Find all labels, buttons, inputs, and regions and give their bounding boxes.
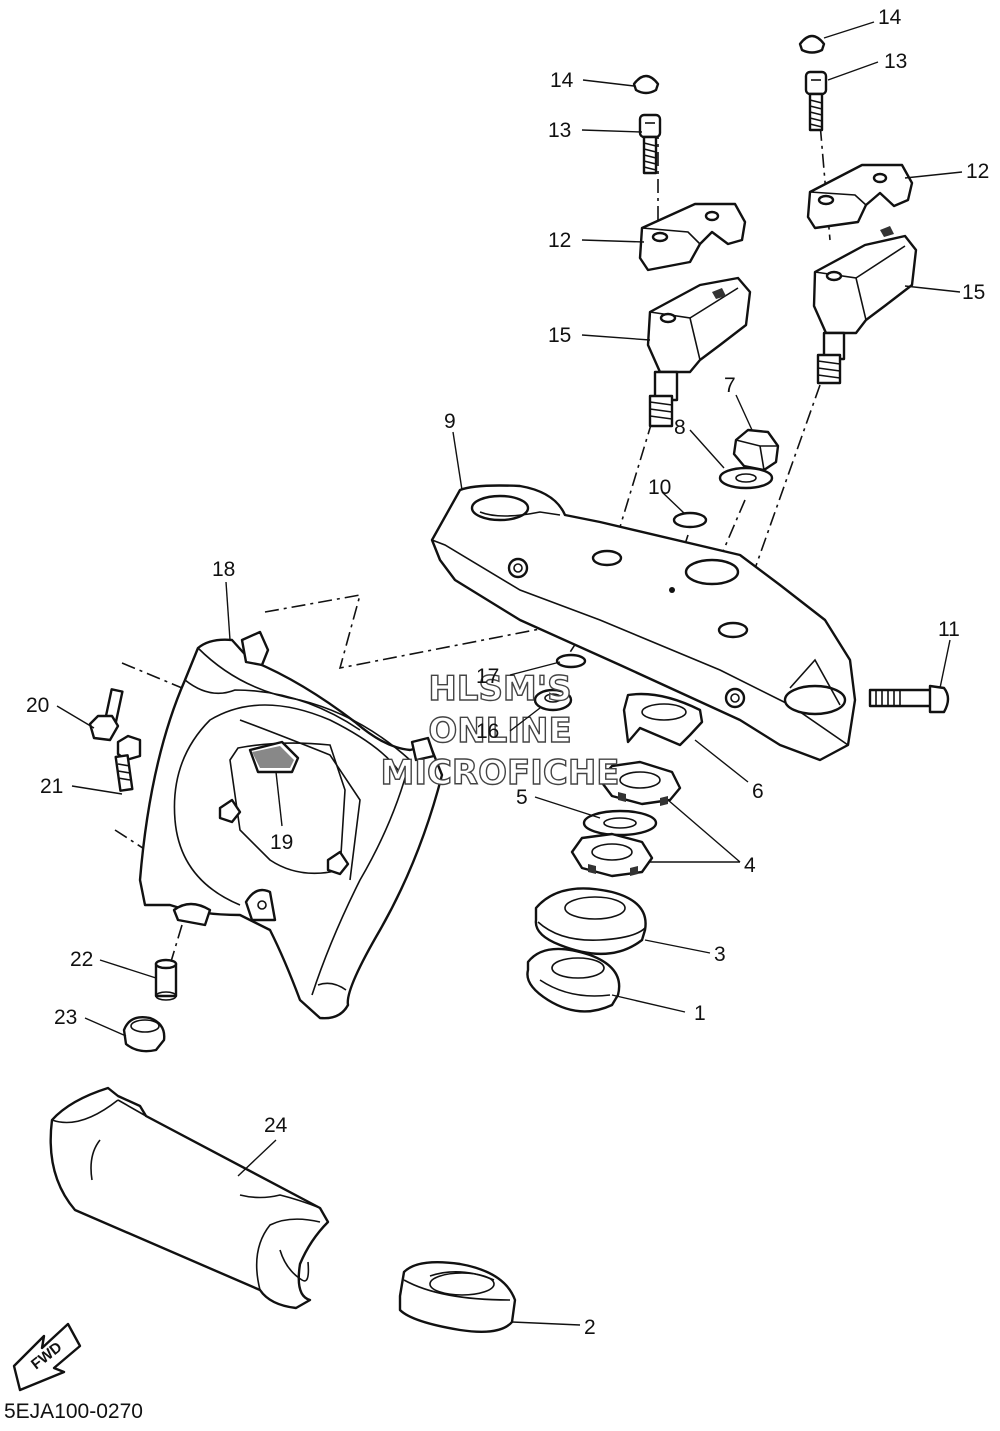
callout-14-left: 14: [550, 69, 574, 92]
callout-19: 19: [270, 831, 293, 854]
leader-lines: [56, 21, 963, 1326]
callout-15-left: 15: [548, 324, 571, 347]
callout-3: 3: [714, 943, 726, 966]
watermark-line-2: ONLINE: [428, 711, 571, 751]
holder-upper-12-right[interactable]: [806, 163, 914, 230]
holder-lower-15-right[interactable]: [812, 226, 918, 385]
bolt-13-left[interactable]: [638, 113, 662, 175]
bolt-21[interactable]: [114, 734, 142, 792]
grommet-23[interactable]: [122, 1016, 166, 1053]
bearing-race-3[interactable]: [534, 887, 647, 955]
washer-5[interactable]: [582, 809, 658, 837]
callout-7: 7: [724, 374, 736, 397]
cap-10[interactable]: [672, 511, 708, 529]
callout-4: 4: [744, 854, 756, 877]
cap-14-right[interactable]: [798, 34, 826, 54]
callout-labels: 14 14 13 13 12 12 15 15 7 8 9 10 11 18 1…: [26, 6, 989, 1339]
bolt-11[interactable]: [868, 684, 950, 714]
callout-13-left: 13: [548, 119, 571, 142]
callout-17: 17: [476, 665, 499, 688]
callout-12-left: 12: [548, 229, 571, 252]
callout-1: 1: [694, 1002, 706, 1025]
watermark-line-3: MICROFICHE: [380, 753, 619, 793]
callout-12-right: 12: [966, 160, 989, 183]
bolt-20[interactable]: [88, 688, 124, 742]
nut-7[interactable]: [732, 428, 780, 472]
bolt-13-right[interactable]: [804, 70, 828, 132]
watermark-line-1: HLSM'S: [428, 669, 571, 709]
diagram-code: 5EJA100-0270: [4, 1400, 143, 1423]
holder-upper-12-left[interactable]: [638, 202, 747, 272]
callout-13-right: 13: [884, 50, 907, 73]
callout-15-right: 15: [962, 281, 985, 304]
fwd-arrow: FWD: [12, 1322, 82, 1392]
ring-nut-4-upper[interactable]: [598, 760, 682, 806]
collar-22[interactable]: [154, 958, 178, 1001]
upper-bracket-9[interactable]: [430, 484, 857, 762]
grommet-17[interactable]: [555, 653, 587, 669]
callout-6: 6: [752, 780, 764, 803]
callout-18: 18: [212, 558, 235, 581]
callout-8: 8: [674, 416, 686, 439]
headlight-stay-18[interactable]: [138, 630, 444, 1020]
callout-21: 21: [40, 775, 63, 798]
bearing-2[interactable]: [398, 1261, 517, 1333]
washer-8[interactable]: [718, 466, 774, 490]
callout-10: 10: [648, 476, 671, 499]
callout-9: 9: [444, 410, 456, 433]
callout-22: 22: [70, 948, 93, 971]
callout-11: 11: [938, 618, 960, 641]
callout-23: 23: [54, 1006, 77, 1029]
cap-14-left[interactable]: [632, 74, 660, 95]
cover-24[interactable]: [49, 1086, 330, 1310]
callout-24: 24: [264, 1114, 288, 1137]
holder-lower-15-left[interactable]: [646, 276, 752, 428]
callout-20: 20: [26, 694, 49, 717]
spacer-6[interactable]: [622, 692, 704, 747]
damper-16[interactable]: [533, 688, 573, 712]
ring-nut-4-lower[interactable]: [570, 832, 654, 878]
callout-5: 5: [516, 786, 528, 809]
bearing-1[interactable]: [526, 947, 621, 1013]
watermark: HLSM'S ONLINE MICROFICHE: [380, 668, 620, 793]
callout-16: 16: [476, 720, 499, 743]
callout-2: 2: [584, 1316, 596, 1339]
callout-14-right: 14: [878, 6, 902, 29]
